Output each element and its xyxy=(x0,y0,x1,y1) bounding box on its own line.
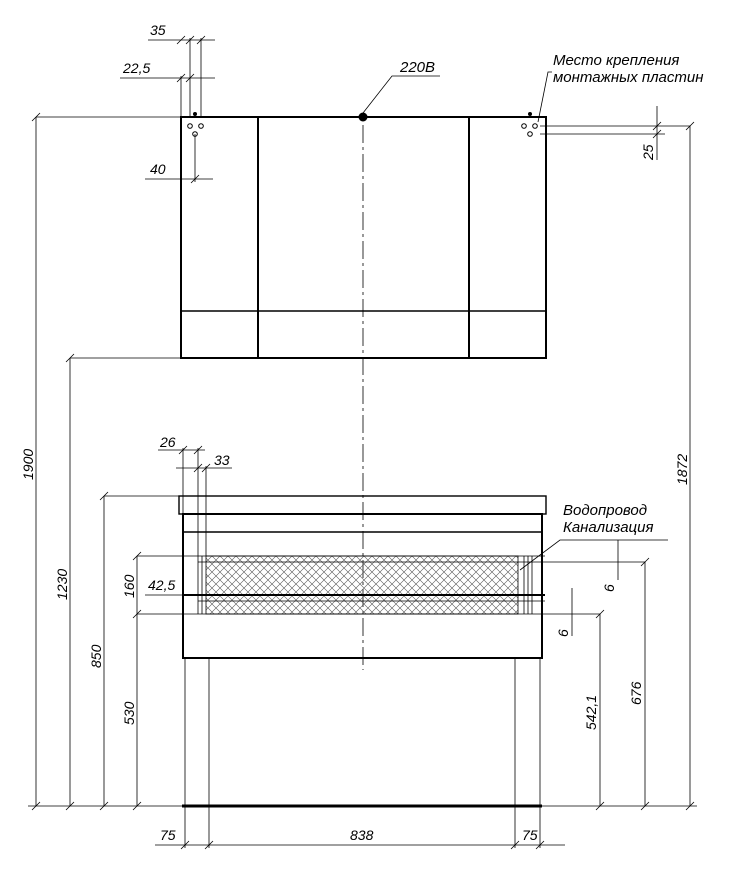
mount-hole-icon xyxy=(187,123,193,129)
water-supply-label: Водопровод xyxy=(563,502,647,519)
dim-25: 25 xyxy=(640,144,656,161)
dim-42-5: 42,5 xyxy=(148,577,175,593)
power-label: 220В xyxy=(399,59,435,76)
services-zone xyxy=(183,555,545,615)
mount-hole-icon xyxy=(521,123,527,129)
dim-75-right: 75 xyxy=(522,827,538,843)
dim-75-left: 75 xyxy=(160,827,176,843)
vanity-unit xyxy=(178,495,547,808)
annotation-labels: 220В Место крепления монтажных пластин В… xyxy=(399,52,703,536)
mount-hole-icon xyxy=(527,131,533,137)
dimension-lines xyxy=(28,35,697,850)
screw-icon xyxy=(193,112,197,116)
dim-1872: 1872 xyxy=(674,454,690,485)
mount-label-line2: монтажных пластин xyxy=(553,69,703,86)
dim-542-1: 542,1 xyxy=(583,695,599,730)
dim-850: 850 xyxy=(88,644,104,668)
dim-6-upper: 6 xyxy=(601,584,617,592)
dim-838: 838 xyxy=(350,827,374,843)
dim-22-5: 22,5 xyxy=(122,60,150,76)
dim-35: 35 xyxy=(150,22,166,38)
dim-1230: 1230 xyxy=(54,569,70,600)
dimension-labels: 35 22,5 40 25 1900 1872 1230 26 33 160 4… xyxy=(20,22,690,843)
dim-40: 40 xyxy=(150,161,166,177)
dim-676: 676 xyxy=(628,681,644,705)
mount-label-line1: Место крепления xyxy=(553,52,679,69)
dim-1900: 1900 xyxy=(20,449,36,480)
dim-33: 33 xyxy=(214,452,230,468)
sewer-label: Канализация xyxy=(563,519,654,536)
dim-26: 26 xyxy=(159,434,176,450)
mount-hole-icon xyxy=(198,123,204,129)
dim-530: 530 xyxy=(121,701,137,725)
screw-icon xyxy=(528,112,532,116)
mirror-cabinet xyxy=(180,112,547,359)
power-outlet-icon xyxy=(358,112,368,122)
dim-6-lower: 6 xyxy=(555,629,571,637)
mount-hole-icon xyxy=(532,123,538,129)
dim-160: 160 xyxy=(121,574,137,598)
